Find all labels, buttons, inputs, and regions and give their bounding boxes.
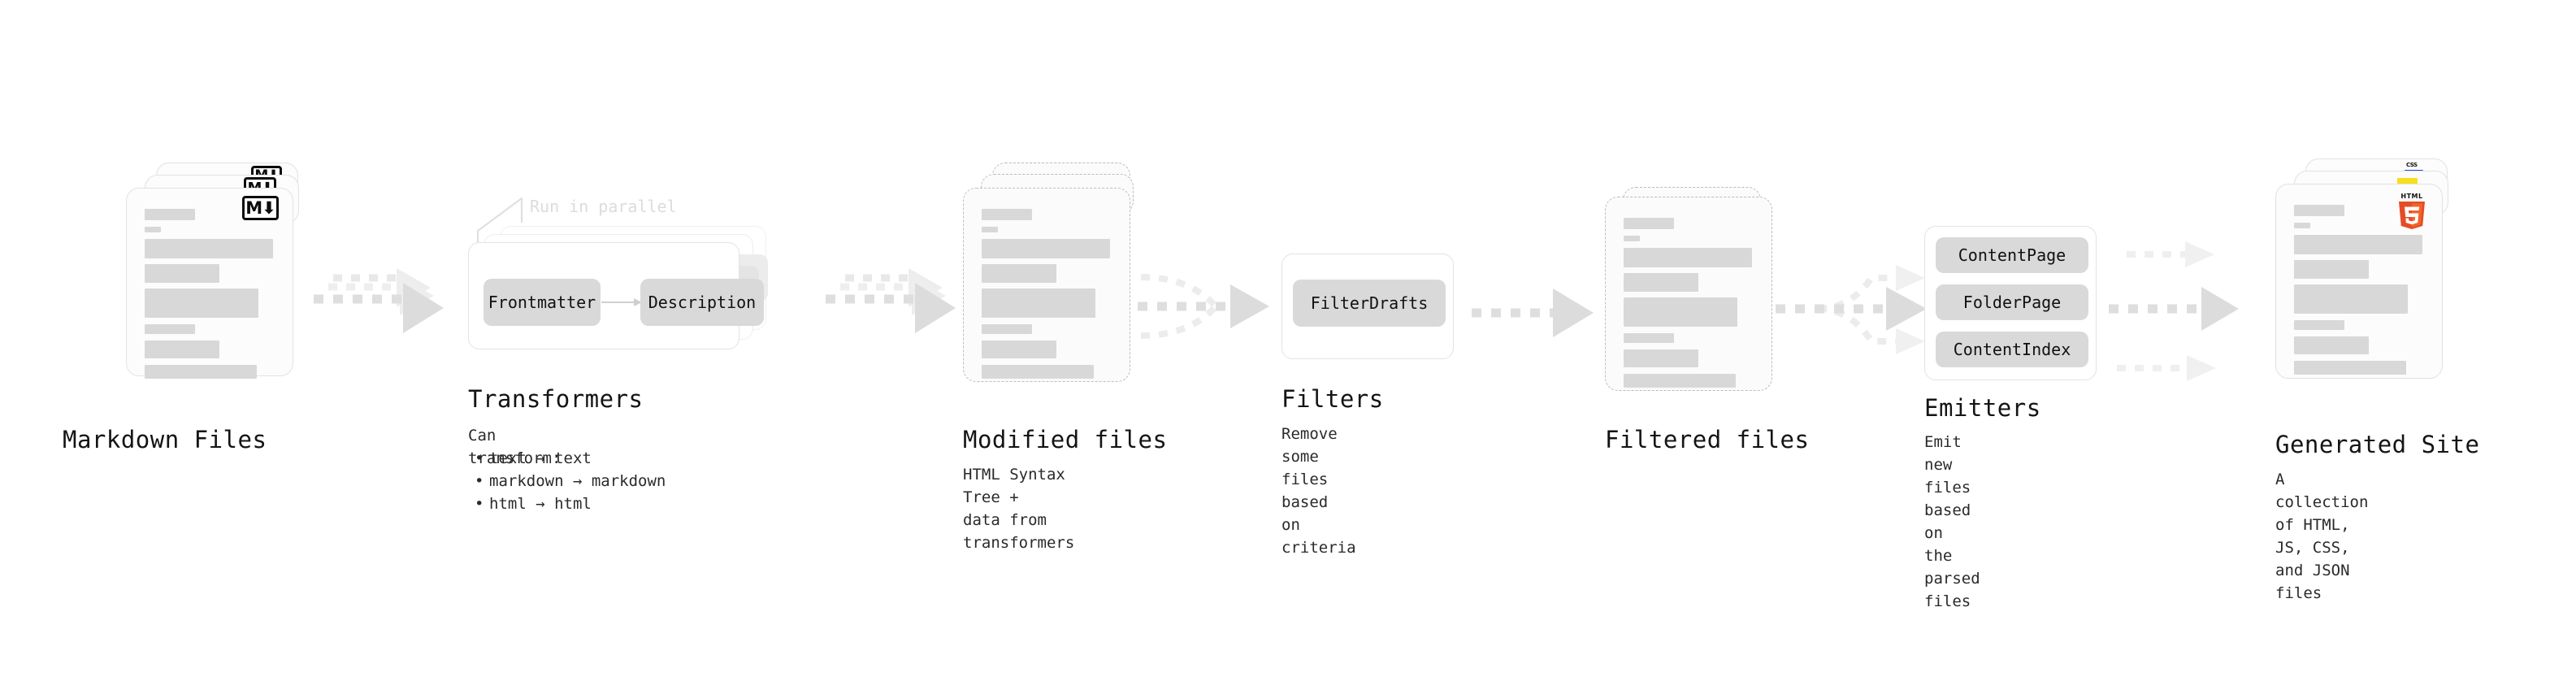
content-bar <box>2294 223 2310 228</box>
emitter-chip-contentpage[interactable]: ContentPage <box>1936 237 2088 273</box>
content-bar <box>2294 361 2406 375</box>
content-bar <box>982 288 1095 318</box>
content-bar <box>145 264 219 283</box>
content-bar <box>1624 273 1698 292</box>
emitter-chip-contentindex[interactable]: ContentIndex <box>1936 332 2088 367</box>
content-bar <box>1624 236 1640 241</box>
filtered-card-front <box>1605 197 1772 391</box>
content-bar <box>2294 320 2344 330</box>
stage-title-generated-site: Generated Site <box>2275 431 2480 458</box>
transformers-bullet-list: text → text markdown → markdown html → h… <box>468 447 666 515</box>
modified-files-desc: HTML Syntax Tree + data from transformer… <box>963 466 1075 552</box>
transformer-chip-frontmatter[interactable]: Frontmatter <box>484 279 601 326</box>
content-bar <box>982 365 1094 379</box>
content-bar <box>982 209 1032 220</box>
content-bar <box>1624 248 1752 267</box>
transformers-bullet-item: text → text <box>468 447 666 470</box>
connector-modified-to-filters <box>1138 274 1269 339</box>
content-bar <box>982 227 998 232</box>
html5-logo: HTML <box>2399 193 2425 229</box>
content-bar <box>2294 336 2369 354</box>
content-bar <box>982 340 1056 358</box>
content-bar <box>145 239 273 258</box>
stage-title-modified-files: Modified files <box>963 426 1168 453</box>
content-bar <box>2294 284 2408 314</box>
content-bar <box>145 324 195 334</box>
content-bar <box>2294 235 2422 254</box>
run-in-parallel-bracket <box>476 197 523 245</box>
content-bar <box>982 264 1056 283</box>
connector-filters-to-filtered <box>1472 288 1594 337</box>
content-bar <box>982 239 1110 258</box>
content-bar <box>145 365 257 379</box>
stage-title-filtered-files: Filtered files <box>1605 426 1810 453</box>
content-bar <box>2294 205 2344 216</box>
stage-title-transformers: Transformers <box>468 385 644 413</box>
content-bar <box>145 288 258 318</box>
run-in-parallel-label: Run in parallel <box>530 197 677 216</box>
generated-site-desc: A collection of HTML, JS, CSS, and JSON … <box>2275 471 2369 602</box>
css-badge-label: CSS <box>2406 162 2418 168</box>
transformers-bullet-item: markdown → markdown <box>468 470 666 492</box>
content-bar <box>1624 297 1737 327</box>
site-card-front <box>2275 184 2443 379</box>
stage-title-filters: Filters <box>1281 385 1384 413</box>
content-bar <box>145 340 219 358</box>
emitters-desc: Emit new files based on the parsed files <box>1924 433 1980 610</box>
transformers-bullet-item: html → html <box>468 492 666 515</box>
content-bar <box>982 324 1032 334</box>
modified-card-front <box>963 188 1130 382</box>
transformer-inner-arrow-front <box>601 298 642 306</box>
stage-title-markdown-files: Markdown Files <box>63 426 267 453</box>
connector-markdown-to-transformers <box>314 268 444 333</box>
content-bar <box>145 209 195 220</box>
transformer-chip-description[interactable]: Description <box>640 279 764 326</box>
content-bar <box>1624 333 1674 343</box>
content-bar <box>1624 349 1698 367</box>
stage-title-emitters: Emitters <box>1924 394 2041 422</box>
content-bar <box>1624 218 1674 229</box>
content-bar <box>145 227 161 232</box>
content-bar <box>2294 260 2369 279</box>
connector-filtered-to-emitters <box>1776 265 1927 354</box>
content-bar <box>1624 374 1736 388</box>
markdown-logo-front: M⬇ <box>242 196 279 220</box>
filter-chip-filterdrafts[interactable]: FilterDrafts <box>1293 280 1446 327</box>
emitter-chip-folderpage[interactable]: FolderPage <box>1936 284 2088 320</box>
svg-text:HTML: HTML <box>2400 193 2422 200</box>
filters-desc: Remove some files based on criteria <box>1281 425 1356 557</box>
connector-transformers-to-modified <box>826 268 956 333</box>
connector-emitters-to-site <box>2109 241 2239 381</box>
